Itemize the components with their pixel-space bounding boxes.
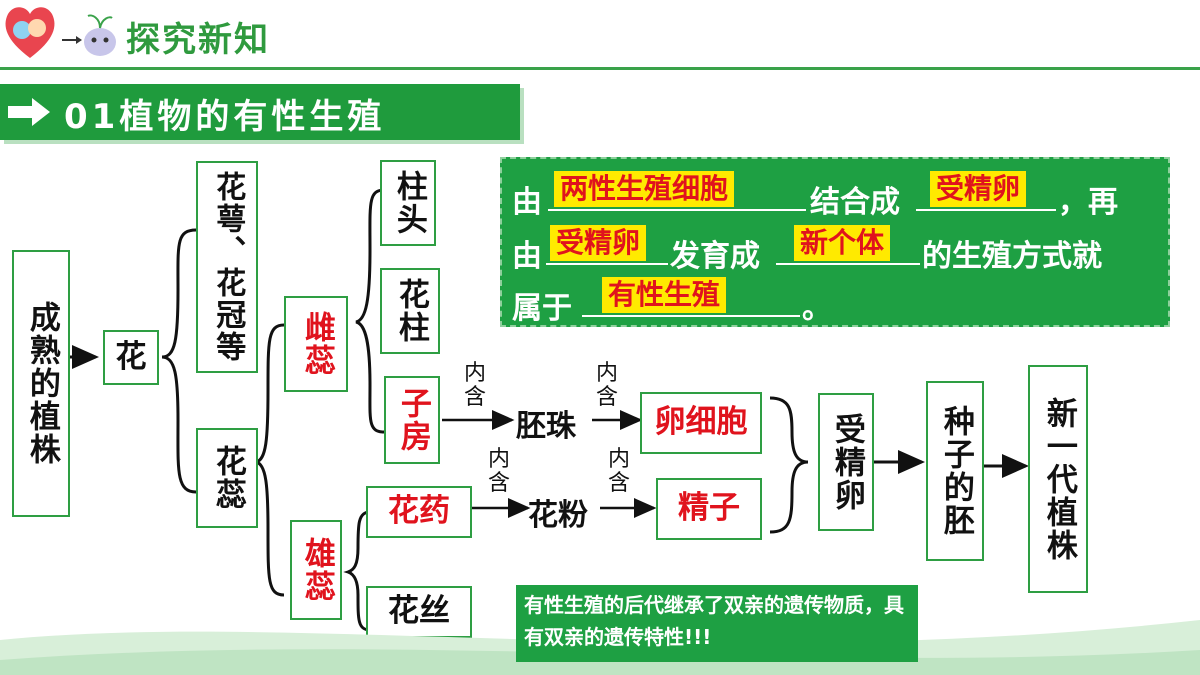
node-perianth: 花萼、花冠等 bbox=[196, 161, 258, 373]
answer-highlight: 新个体 bbox=[794, 225, 891, 261]
definition-text: 由 bbox=[512, 185, 542, 220]
answer-blank bbox=[548, 207, 806, 211]
page-title: 探究新知 bbox=[126, 20, 270, 60]
node-style: 花柱 bbox=[380, 268, 440, 354]
contains-label: 内含 bbox=[607, 447, 630, 497]
answer-highlight: 两性生殖细胞 bbox=[554, 171, 735, 207]
node-pollen: 花粉 bbox=[528, 498, 588, 533]
heart-icon bbox=[5, 7, 55, 58]
definition-box: 由 两性生殖细胞 结合成 受精卵 ，再 由 受精卵 发育成 新个体 的生殖方式就… bbox=[500, 157, 1170, 327]
answer-blank bbox=[546, 261, 668, 265]
answer-blank bbox=[916, 207, 1056, 211]
definition-text: ，再 bbox=[1058, 185, 1118, 220]
definition-text: 。 bbox=[802, 291, 832, 326]
definition-text: 属于 bbox=[512, 291, 572, 326]
contains-label: 内含 bbox=[463, 361, 486, 411]
node-egg: 卵细胞 bbox=[640, 392, 762, 454]
header-divider bbox=[0, 67, 1200, 70]
node-stamen-pistil: 花蕊 bbox=[196, 428, 258, 528]
definition-text: 的生殖方式就 bbox=[922, 239, 1102, 274]
node-ovule: 胚珠 bbox=[516, 409, 576, 444]
answer-highlight: 有性生殖 bbox=[602, 277, 727, 313]
node-stamen: 雄蕊 bbox=[290, 520, 342, 620]
answer-highlight: 受精卵 bbox=[550, 225, 647, 261]
seedling-icon bbox=[84, 14, 116, 56]
answer-highlight: 受精卵 bbox=[930, 171, 1027, 207]
answer-blank bbox=[582, 313, 800, 317]
header-logo bbox=[5, 7, 116, 58]
node-sperm: 精子 bbox=[656, 478, 762, 540]
node-stigma: 柱头 bbox=[380, 160, 436, 246]
node-flower: 花 bbox=[103, 330, 159, 385]
contains-label: 内含 bbox=[595, 361, 618, 411]
node-seed-embryo: 种子的胚 bbox=[926, 381, 984, 561]
node-anther: 花药 bbox=[366, 486, 472, 538]
contains-label: 内含 bbox=[487, 447, 510, 497]
node-ovary: 子房 bbox=[384, 376, 440, 464]
node-mature-plant: 成熟的植株 bbox=[12, 250, 70, 517]
definition-text: 由 bbox=[512, 239, 542, 274]
node-pistil: 雌蕊 bbox=[284, 296, 348, 392]
arrow-right-icon bbox=[8, 98, 50, 126]
node-new-plant: 新一代植株 bbox=[1028, 365, 1088, 593]
node-zygote: 受精卵 bbox=[818, 393, 874, 531]
answer-blank bbox=[776, 261, 920, 265]
definition-text: 发育成 bbox=[670, 239, 760, 274]
section-bar: 01植物的有性生殖 bbox=[0, 84, 520, 140]
conclusion-note: 有性生殖的后代继承了双亲的遗传物质，具有双亲的遗传特性!!! bbox=[516, 585, 918, 662]
section-title: 01植物的有性生殖 bbox=[64, 97, 386, 137]
node-filament: 花丝 bbox=[366, 586, 472, 638]
definition-text: 结合成 bbox=[810, 185, 900, 220]
